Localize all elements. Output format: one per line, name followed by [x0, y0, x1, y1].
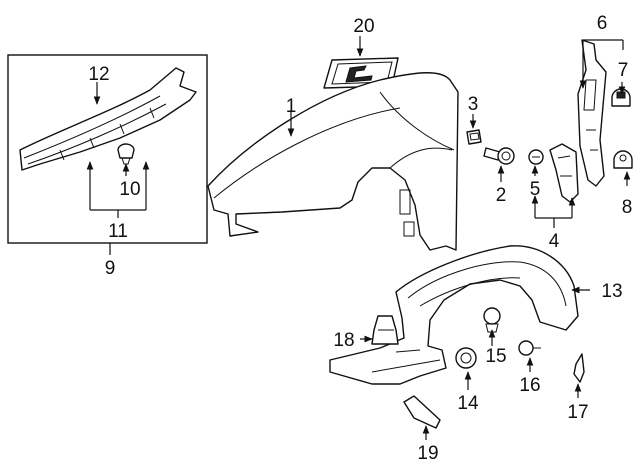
part-10-clip[interactable]	[117, 143, 135, 165]
part-1-fender[interactable]	[207, 72, 459, 251]
part-14-grommet[interactable]	[455, 347, 477, 369]
part-17-clip[interactable]	[573, 353, 585, 383]
callout-13: 13	[601, 281, 622, 302]
part-5-screw[interactable]	[528, 149, 544, 165]
callout-19: 19	[417, 443, 438, 464]
part-6-bracket[interactable]	[577, 39, 607, 187]
callout-2: 2	[496, 185, 507, 206]
callout-6: 6	[597, 13, 608, 34]
part-16-screw[interactable]	[518, 340, 541, 356]
callout-16: 16	[519, 375, 540, 396]
callout-3: 3	[468, 94, 479, 115]
callout-15: 15	[485, 346, 506, 367]
callout-1: 1	[286, 96, 297, 117]
part-15-clip[interactable]	[483, 307, 501, 333]
part-4-bracket[interactable]	[549, 143, 579, 203]
part-2-bolt[interactable]	[483, 147, 515, 165]
callout-14: 14	[457, 393, 479, 414]
part-7-clip[interactable]	[611, 88, 631, 107]
inset-box	[7, 54, 208, 244]
part-13-fender-liner[interactable]	[329, 245, 579, 385]
callout-11: 11	[108, 221, 128, 242]
callout-4: 4	[549, 231, 560, 252]
part-19-bracket[interactable]	[403, 395, 441, 429]
callout-10: 10	[119, 179, 140, 200]
callout-7: 7	[618, 60, 629, 81]
part-3-nut[interactable]	[466, 129, 482, 145]
callout-12: 12	[88, 64, 109, 85]
part-12-fender-insulator[interactable]	[19, 67, 197, 171]
callout-8: 8	[622, 197, 633, 218]
callout-18: 18	[333, 330, 354, 351]
callout-9: 9	[105, 258, 116, 279]
part-8-clip[interactable]	[613, 150, 633, 169]
callout-20: 20	[353, 16, 374, 37]
callout-5: 5	[530, 179, 541, 200]
part-18-clip[interactable]	[371, 315, 399, 345]
callout-17: 17	[567, 402, 588, 423]
